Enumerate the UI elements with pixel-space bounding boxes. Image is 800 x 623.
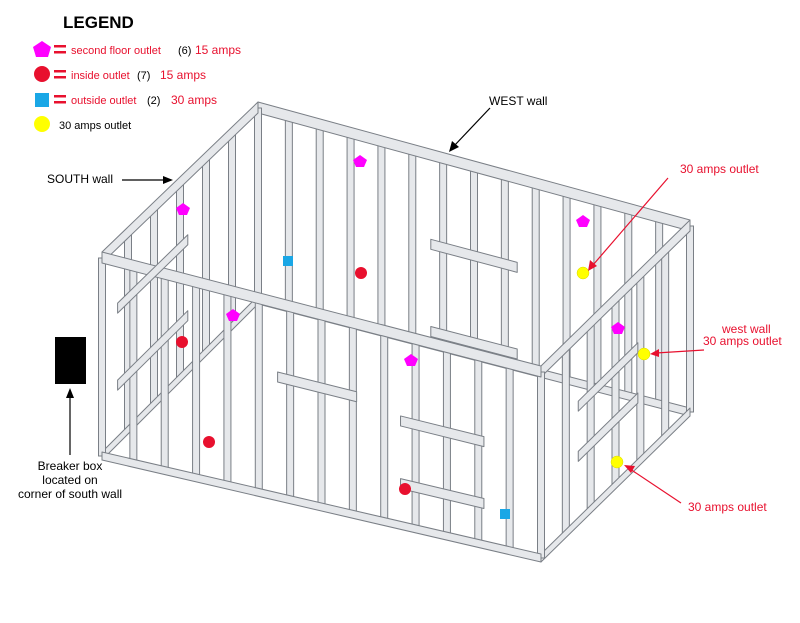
callout-bottom-line [629, 468, 682, 504]
east-wall-stud [380, 330, 389, 523]
red-circle-icon [34, 66, 50, 82]
inside-outlet-marker [176, 336, 188, 348]
second-floor-outlet-marker [611, 322, 625, 334]
east-wall-stud [537, 371, 545, 559]
north-wall-window-sill [577, 392, 639, 462]
west-wall-stud [593, 200, 602, 389]
east-wall-bottom-plate [101, 451, 542, 563]
second-floor-outlet-marker [176, 203, 190, 215]
west-wall-stud [408, 149, 417, 341]
legend-item-label: second floor outlet [71, 45, 161, 57]
east-wall-stud [474, 355, 483, 544]
legend-item-amps: 30 amps [171, 93, 217, 107]
south-wall-window-header [117, 234, 189, 314]
callout-mid-label-1: west wall [721, 322, 771, 336]
north-wall-stud [661, 249, 670, 437]
west-wall-window-header [430, 238, 518, 273]
outlet-markers [176, 155, 651, 519]
west-wall-label: WEST wall [489, 94, 547, 108]
second-floor-outlet-marker [404, 354, 418, 366]
east-wall-stud [254, 298, 263, 493]
west-wall-stud [377, 141, 386, 333]
west-wall-arrow-head [449, 141, 459, 152]
equals-sign-icon [54, 70, 66, 79]
east-wall-stud [160, 273, 169, 472]
south-wall-stud [202, 157, 210, 353]
north-wall-stud [686, 225, 694, 413]
blue-square-icon [35, 93, 49, 107]
legend-item-count: (7) [137, 70, 150, 82]
legend-item-count: (6) [178, 45, 191, 57]
breaker-label-line1: Breaker box [38, 459, 103, 473]
east-wall-stud [317, 314, 326, 508]
south-wall-stud [150, 207, 158, 405]
breaker-arrow-head [66, 388, 74, 398]
legend-title: LEGEND [63, 13, 134, 32]
breaker-label-line2: located on [42, 473, 97, 487]
north-wall-stud [636, 274, 645, 462]
east-wall-stud [348, 322, 357, 515]
callout-bottom-label: 30 amps outlet [688, 500, 767, 514]
thirty-amp-outlet-marker [610, 455, 624, 469]
east-wall-stud [98, 257, 106, 457]
inside-outlet-marker [399, 483, 411, 495]
legend-item-label: inside outlet [71, 70, 130, 82]
west-wall-arrow-line [453, 107, 491, 147]
outside-outlet-marker [283, 256, 293, 266]
south-wall-label: SOUTH wall [47, 172, 113, 186]
south-wall-window-sill [117, 310, 189, 391]
second-floor-outlet-marker [353, 155, 367, 167]
west-wall-window-sill [430, 326, 518, 360]
second-floor-outlet-marker [226, 309, 240, 321]
legend-item-amps: 15 amps [195, 43, 241, 57]
east-wall-stud [192, 281, 201, 479]
north-wall-stud [586, 322, 595, 510]
legend: LEGEND second floor outlet (6) 15 amps i… [33, 13, 241, 132]
outside-outlet-marker [500, 509, 510, 519]
east-wall-door-header [277, 371, 358, 403]
equals-sign-icon [54, 95, 66, 104]
west-wall-stud [315, 124, 324, 317]
east-wall-stud [442, 347, 451, 537]
south-wall-stud [254, 107, 262, 301]
pentagon-icon [33, 41, 51, 57]
thirty-amp-outlet-marker [637, 347, 651, 361]
legend-item-count: (2) [147, 95, 160, 107]
equals-sign-icon [54, 45, 66, 54]
east-wall-stud [286, 306, 295, 501]
thirty-amp-outlet-marker [576, 266, 590, 280]
callout-mid-label-2: 30 amps outlet [703, 334, 782, 348]
south-wall-arrow-head [163, 176, 173, 184]
inside-outlet-marker [203, 436, 215, 448]
callout-mid-arrowhead [650, 349, 659, 357]
east-wall-window-header [400, 415, 485, 448]
east-wall-top-plate [101, 251, 542, 378]
north-wall-window-header [577, 342, 639, 412]
breaker-box [55, 337, 86, 384]
inside-outlet-marker [355, 267, 367, 279]
breaker-label-line3: corner of south wall [18, 487, 122, 501]
callout-bottom-arrowhead [624, 465, 635, 473]
east-wall-stud [411, 338, 420, 530]
west-wall-stud [346, 132, 355, 325]
west-wall-stud [531, 183, 540, 373]
callout-top-line [592, 177, 669, 266]
legend-item-label: outside outlet [71, 95, 136, 107]
callout-top-arrowhead [588, 260, 597, 271]
west-wall-stud [284, 115, 293, 309]
west-wall-stud [624, 208, 633, 397]
north-wall-stud [561, 347, 570, 535]
second-floor-outlet-marker [576, 215, 590, 227]
legend-item-label: 30 amps outlet [59, 120, 131, 132]
east-wall-stud [505, 363, 514, 552]
legend-item-amps: 15 amps [160, 68, 206, 82]
yellow-circle-icon [34, 116, 50, 132]
callout-mid-line [655, 349, 705, 354]
wall-framing [98, 101, 694, 563]
callout-top-label: 30 amps outlet [680, 162, 759, 176]
